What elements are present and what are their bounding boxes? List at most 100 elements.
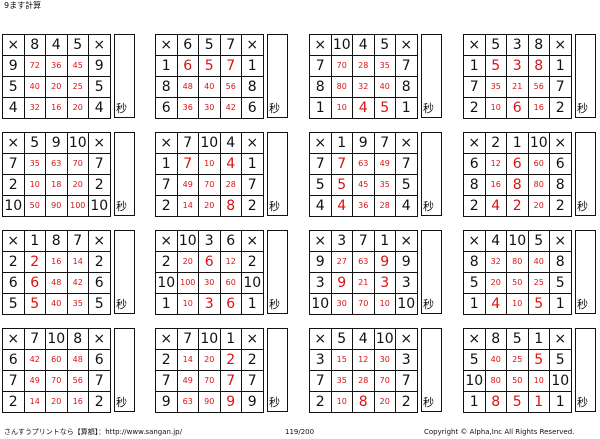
- multiply-sign: ×: [463, 328, 486, 350]
- seconds-label: 秒: [116, 200, 127, 213]
- left-number: 5: [2, 293, 25, 315]
- answer-cell: 49: [176, 370, 199, 392]
- multiply-sign: ×: [463, 34, 486, 56]
- answer-cell: 10: [23, 174, 46, 196]
- answer-cell: 50: [506, 370, 529, 392]
- answer-cell: 5: [527, 293, 550, 315]
- answer-cell: 28: [352, 370, 375, 392]
- top-number: 1: [219, 328, 242, 350]
- seconds-label: 秒: [577, 298, 588, 311]
- left-number: 10: [2, 195, 25, 217]
- left-number: 2: [309, 391, 332, 413]
- right-number: 7: [395, 153, 418, 175]
- right-number: 2: [88, 174, 111, 196]
- right-number: 5: [88, 76, 111, 98]
- answer-cell: 35: [373, 174, 396, 196]
- right-number: 5: [549, 272, 572, 294]
- left-number: 7: [155, 370, 178, 392]
- top-number: 5: [330, 328, 353, 350]
- footer-site-link[interactable]: さんすうプリントなら【算額】：http://www.sangan.jp/: [4, 428, 182, 436]
- top-number: 3: [330, 230, 353, 252]
- answer-cell: 48: [176, 76, 199, 98]
- answer-cell: 5: [527, 349, 550, 371]
- answer-cell: 40: [484, 349, 507, 371]
- multiply-sign: ×: [88, 34, 111, 56]
- answer-cell: 5: [506, 391, 529, 413]
- top-number: 8: [66, 328, 89, 350]
- right-number: 7: [241, 174, 264, 196]
- top-number: 1: [23, 230, 46, 252]
- answer-cell: 16: [66, 391, 89, 413]
- answer-cell: 6: [506, 97, 529, 119]
- answer-cell: 100: [176, 272, 199, 294]
- right-number: 1: [549, 293, 572, 315]
- seconds-label: 秒: [269, 102, 280, 115]
- time-box: [114, 328, 135, 412]
- right-number: 8: [549, 251, 572, 273]
- time-box: [575, 328, 596, 412]
- time-box: [267, 132, 288, 216]
- answer-cell: 20: [45, 76, 68, 98]
- answer-cell: 16: [45, 97, 68, 119]
- left-number: 8: [309, 76, 332, 98]
- right-number: 2: [241, 251, 264, 273]
- time-box: [421, 328, 442, 412]
- right-number: 7: [549, 76, 572, 98]
- right-number: 10: [88, 195, 111, 217]
- multiply-sign: ×: [309, 132, 332, 154]
- answer-cell: 8: [527, 55, 550, 77]
- left-number: 6: [2, 349, 25, 371]
- multiply-sign: ×: [2, 230, 25, 252]
- answer-cell: 90: [45, 195, 68, 217]
- answer-cell: 10: [373, 293, 396, 315]
- answer-cell: 27: [330, 251, 353, 273]
- answer-cell: 20: [527, 195, 550, 217]
- answer-cell: 63: [45, 153, 68, 175]
- answer-cell: 20: [66, 174, 89, 196]
- top-number: 10: [373, 328, 396, 350]
- multiply-sign: ×: [395, 132, 418, 154]
- multiply-sign: ×: [241, 34, 264, 56]
- top-number: 7: [176, 328, 199, 350]
- left-number: 7: [309, 370, 332, 392]
- left-number: 1: [309, 97, 332, 119]
- answer-cell: 7: [176, 153, 199, 175]
- answer-cell: 5: [23, 293, 46, 315]
- left-number: 10: [463, 370, 486, 392]
- answer-cell: 70: [373, 370, 396, 392]
- top-number: 5: [66, 34, 89, 56]
- multiply-sign: ×: [395, 328, 418, 350]
- top-number: 1: [330, 132, 353, 154]
- answer-cell: 56: [219, 76, 242, 98]
- answer-cell: 40: [45, 293, 68, 315]
- right-number: 2: [549, 97, 572, 119]
- answer-cell: 20: [198, 195, 221, 217]
- time-box: [575, 34, 596, 118]
- answer-cell: 80: [484, 370, 507, 392]
- right-number: 1: [549, 55, 572, 77]
- answer-cell: 10: [176, 293, 199, 315]
